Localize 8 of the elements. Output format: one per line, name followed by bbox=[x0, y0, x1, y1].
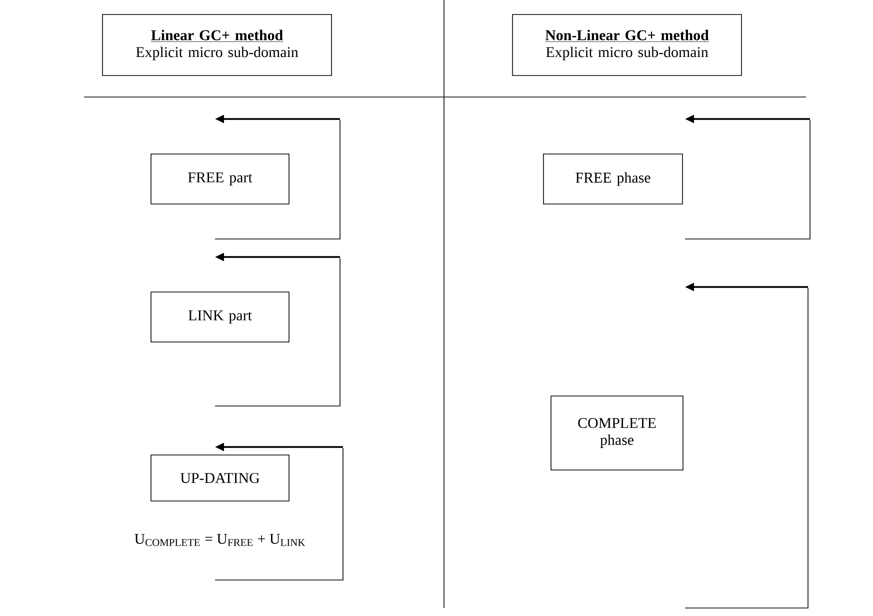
process-box: UP-DATING bbox=[150, 454, 290, 502]
process-box: FREE phase bbox=[543, 154, 683, 204]
process-box: LINK part bbox=[150, 292, 290, 342]
process-box: FREE part bbox=[150, 154, 290, 204]
process-box: COMPLETE phase bbox=[550, 396, 684, 470]
header-box: Linear GC+ method Explicit micro sub-domain bbox=[102, 14, 332, 76]
formula-label: U$_{COMPLETE}$ = U$_{FREE}$ + U$_{LINK}$ bbox=[134, 534, 306, 546]
header-box: Non-Linear GC+ method Explicit micro sub-domain bbox=[512, 14, 742, 76]
